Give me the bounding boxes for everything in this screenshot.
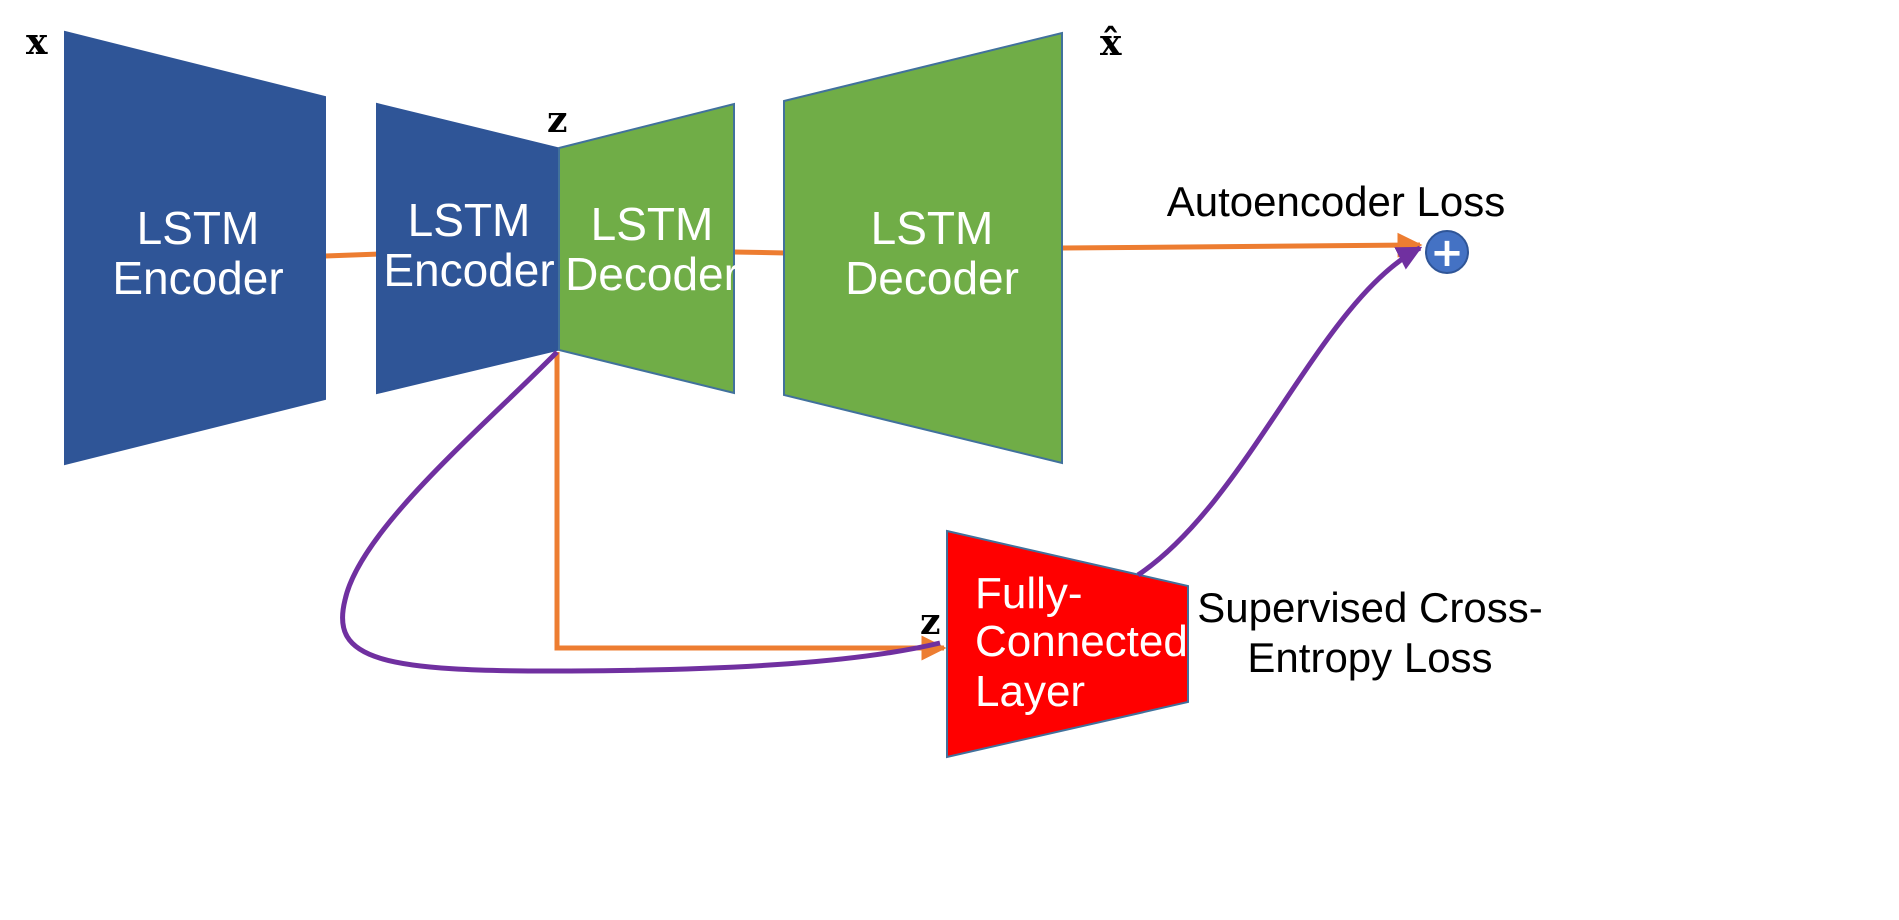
encoder1-label-line1: LSTM	[137, 202, 260, 254]
lstm-encoder-block-2	[376, 102, 558, 395]
fully-connected-block	[946, 529, 1189, 759]
lstm-encoder-block-1	[64, 30, 326, 466]
supervised-loss-label-line2: Entropy Loss	[1247, 634, 1492, 681]
lstm-decoder-block-1	[558, 102, 735, 395]
connector-dec1-dec2	[733, 249, 787, 256]
decoder2-label-line2: Decoder	[845, 252, 1019, 304]
input-symbol: x	[26, 21, 48, 63]
lstm-decoder-block-2	[783, 31, 1063, 465]
decoder1-label-line2: Decoder	[565, 248, 739, 300]
supervised-loss-arrow	[1136, 245, 1423, 578]
decoder2-label-line1: LSTM	[871, 202, 994, 254]
encoder1-label-line2: Encoder	[112, 252, 283, 304]
fc-label-line1: Fully-	[975, 569, 1083, 618]
fc-label-line2: Connected	[975, 617, 1188, 666]
supervised-loss-curve	[340, 350, 941, 674]
latent-to-fc-arrow	[554, 352, 947, 661]
plus-icon: +	[1430, 230, 1464, 276]
encoder2-label-line1: LSTM	[408, 194, 531, 246]
output-symbol: x̂	[1100, 22, 1122, 64]
decoder1-label-line1: LSTM	[591, 198, 714, 250]
autoencoder-loss-arrow	[1061, 232, 1423, 258]
connector-enc1-enc2	[324, 251, 381, 259]
sum-node	[1425, 230, 1469, 274]
encoder2-label-line2: Encoder	[383, 244, 554, 296]
fc-label-line3: Layer	[975, 667, 1085, 716]
latent-symbol-bottom: z	[920, 601, 940, 643]
supervised-loss-label-line1: Supervised Cross-	[1197, 584, 1542, 631]
latent-symbol-top: z	[547, 99, 567, 141]
autoencoder-loss-label: Autoencoder Loss	[1167, 178, 1506, 225]
